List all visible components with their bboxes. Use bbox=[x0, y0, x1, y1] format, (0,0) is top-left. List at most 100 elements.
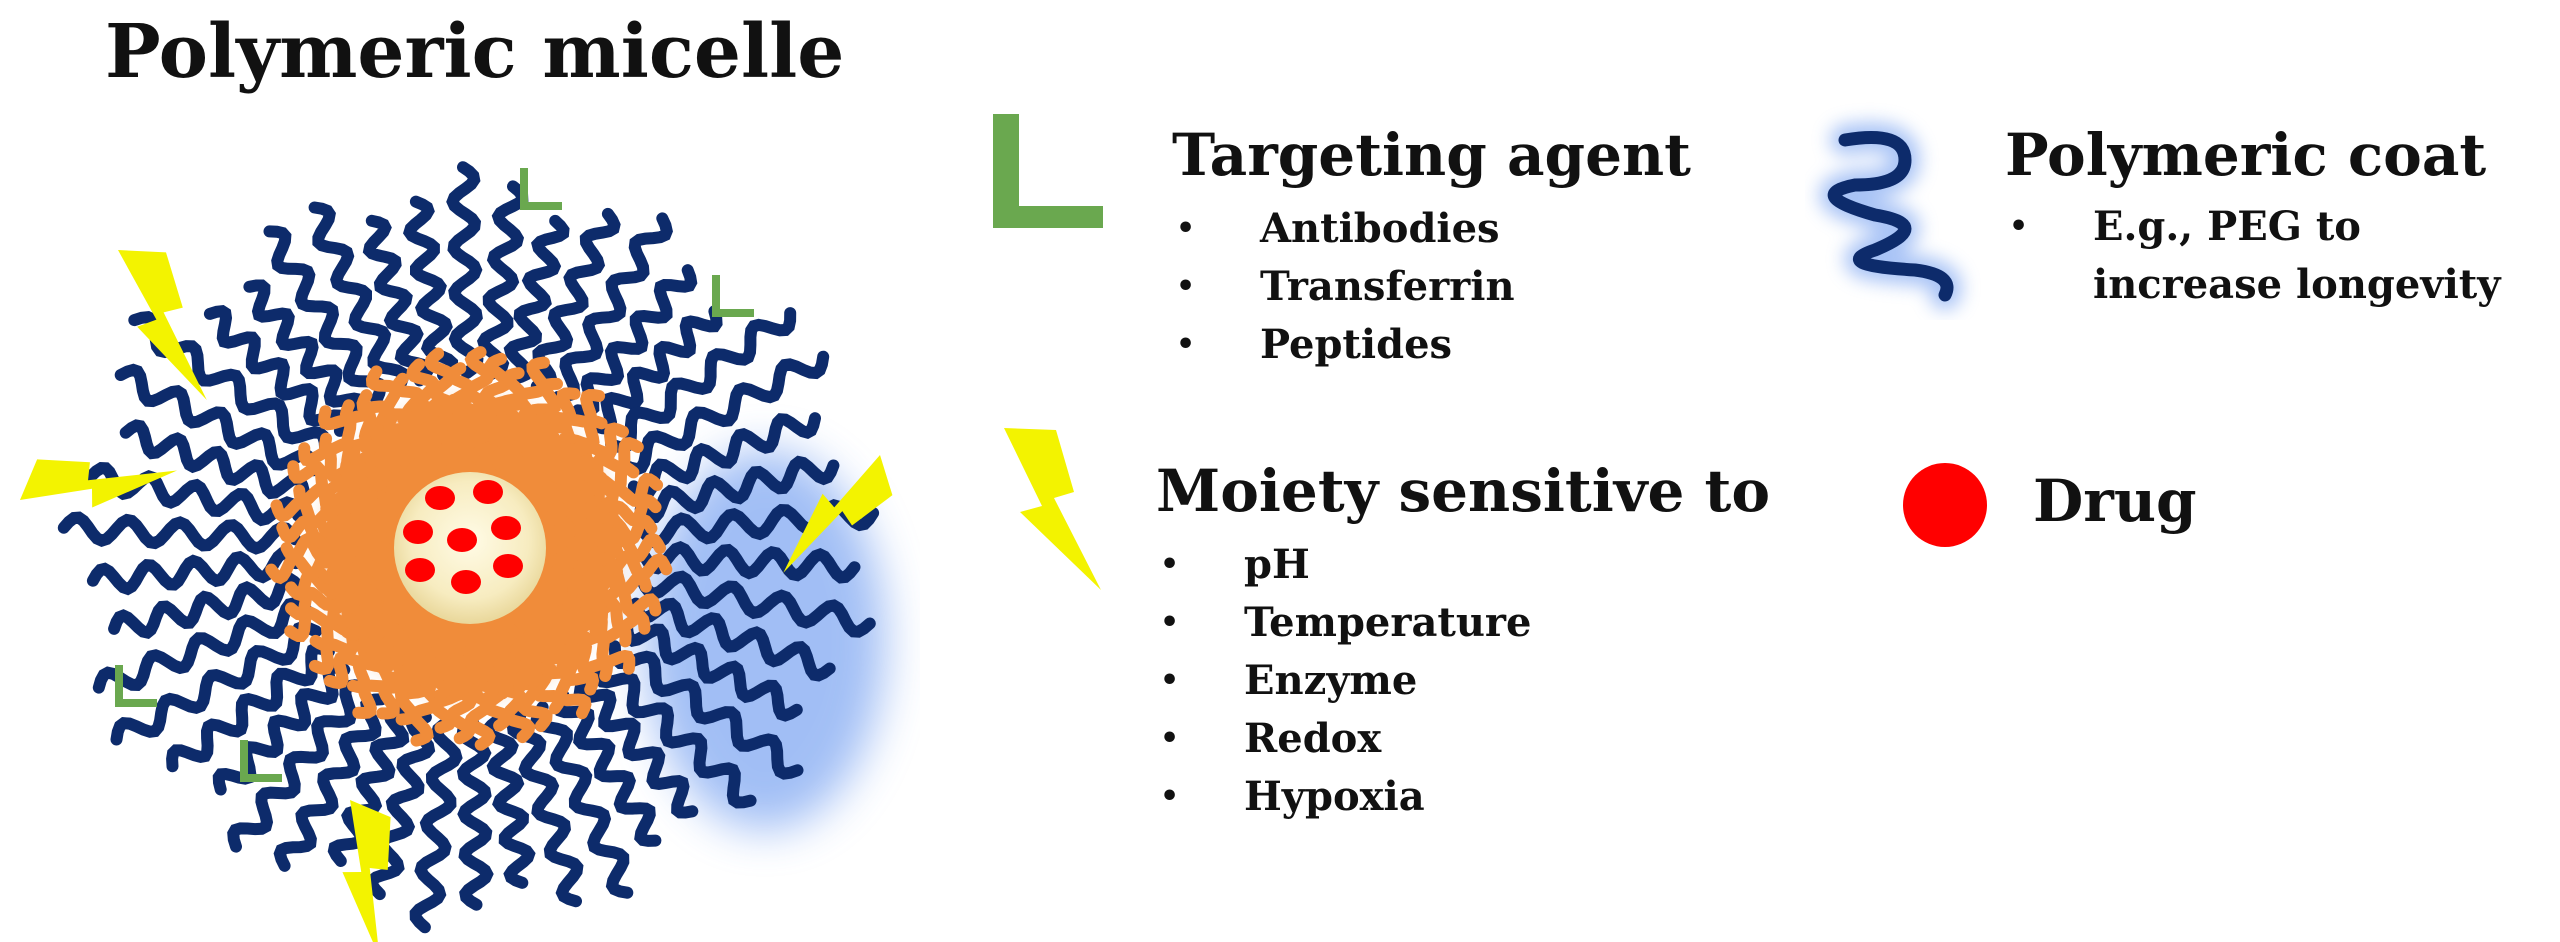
core-chain bbox=[315, 542, 366, 569]
polymeric-coat-list: E.g., PEG to increase longevity bbox=[2005, 198, 2550, 314]
list-item: Redox bbox=[1156, 710, 1531, 768]
core-chain bbox=[567, 482, 615, 517]
polymer-chain bbox=[166, 641, 335, 773]
list-item: pH bbox=[1156, 536, 1531, 594]
micelle-core bbox=[265, 346, 673, 751]
core-chain bbox=[402, 643, 430, 690]
core-chain bbox=[574, 527, 625, 554]
core-chain bbox=[470, 652, 499, 703]
diagram-title: Polymeric micelle bbox=[105, 9, 845, 95]
polymer-chain bbox=[476, 180, 529, 381]
list-item: Temperature bbox=[1156, 594, 1531, 652]
polymer-chain bbox=[629, 597, 836, 682]
drug-particle bbox=[403, 520, 433, 544]
core-chain bbox=[470, 393, 497, 444]
polymer-chain bbox=[627, 412, 821, 500]
targeting-agent-heading: Targeting agent bbox=[1172, 121, 1691, 189]
polymer-chain bbox=[119, 419, 311, 500]
polymer-chain bbox=[308, 201, 410, 395]
core-chain bbox=[567, 582, 615, 609]
core-chain bbox=[383, 414, 422, 459]
drug-particle bbox=[491, 516, 521, 540]
core-chain bbox=[521, 413, 552, 459]
core-chain bbox=[426, 396, 457, 446]
polymer-chain bbox=[617, 350, 830, 476]
targeting-agent-icon bbox=[993, 114, 1103, 228]
polymer-chain bbox=[608, 640, 804, 780]
polymer-chain bbox=[552, 212, 673, 403]
core-chain bbox=[415, 647, 443, 696]
polymeric-coat-heading: Polymeric coat bbox=[2005, 121, 2487, 189]
polymeric-micelle-illustration bbox=[20, 161, 893, 942]
core-chain bbox=[573, 555, 624, 582]
polymer-chain bbox=[634, 455, 840, 524]
core-chain bbox=[351, 612, 392, 653]
polymer-chain bbox=[620, 619, 803, 722]
polymer-chain bbox=[589, 305, 723, 435]
polymer-chain bbox=[481, 714, 536, 889]
polymer-chain bbox=[456, 717, 494, 911]
core-chain bbox=[562, 594, 609, 623]
core-chain bbox=[325, 579, 373, 614]
list-item: E.g., PEG to increase longevity bbox=[2005, 198, 2550, 314]
sensitive-moiety-bolt bbox=[118, 250, 207, 400]
sensitive-moiety-bolt bbox=[20, 459, 178, 508]
core-chain bbox=[332, 590, 378, 628]
polymer-chain bbox=[446, 161, 484, 379]
core-chain bbox=[548, 443, 589, 484]
core-chain bbox=[484, 396, 511, 446]
polymer-chain bbox=[530, 207, 621, 393]
core-chain bbox=[458, 653, 483, 703]
core-chain bbox=[315, 529, 366, 554]
polymer-chain bbox=[571, 264, 698, 418]
core-chain bbox=[320, 500, 369, 527]
polymer-chain bbox=[273, 693, 388, 872]
core-chain bbox=[562, 468, 608, 506]
polymer-chain bbox=[593, 659, 757, 809]
core-chain bbox=[331, 473, 378, 502]
core-chain bbox=[573, 511, 623, 541]
core-chain bbox=[397, 407, 433, 454]
list-item: Peptides bbox=[1172, 316, 1515, 374]
core-chain bbox=[362, 621, 400, 665]
core-chain bbox=[574, 542, 625, 567]
polymer-chain bbox=[638, 541, 861, 584]
core-chain bbox=[320, 567, 370, 600]
drug-particle bbox=[473, 480, 503, 504]
polymer-chain bbox=[86, 547, 302, 596]
polymer-chain bbox=[573, 675, 699, 819]
polymer-chain bbox=[92, 597, 313, 694]
targeting-agent-marker bbox=[712, 275, 754, 317]
core-chain bbox=[540, 431, 578, 475]
core-chain bbox=[518, 637, 557, 682]
polymer-chain bbox=[227, 679, 369, 853]
targeting-agent-list: Antibodies Transferrin Peptides bbox=[1172, 200, 1515, 374]
core-chain bbox=[510, 406, 538, 453]
polymer-chain bbox=[365, 711, 436, 901]
core-chain bbox=[571, 569, 620, 596]
polymer-chain bbox=[128, 310, 332, 456]
core-chain bbox=[457, 393, 482, 443]
polymer-chain bbox=[114, 363, 320, 477]
sensitive-moiety-bolt bbox=[342, 800, 391, 942]
core-chain bbox=[531, 422, 566, 467]
lightning-bolt-icon bbox=[1004, 428, 1101, 590]
drug-heading: Drug bbox=[2033, 467, 2197, 535]
polymer-chain bbox=[402, 195, 459, 382]
polymer-chain-icon bbox=[1819, 122, 1962, 310]
core-chain bbox=[538, 622, 581, 662]
polymeric-shell bbox=[57, 161, 880, 934]
core-chain bbox=[483, 650, 514, 700]
drug-particle bbox=[405, 558, 435, 582]
core-chain bbox=[341, 601, 385, 641]
core-chain bbox=[507, 642, 543, 689]
core-chain bbox=[429, 650, 456, 700]
polymer-chain bbox=[203, 305, 348, 437]
core-chain bbox=[348, 446, 393, 483]
core-chain bbox=[370, 424, 411, 466]
core-chain bbox=[547, 613, 592, 650]
polymer-chain bbox=[110, 620, 323, 746]
targeting-agent-marker bbox=[240, 740, 282, 782]
drug-particle bbox=[447, 528, 477, 552]
core-chain bbox=[339, 459, 385, 492]
